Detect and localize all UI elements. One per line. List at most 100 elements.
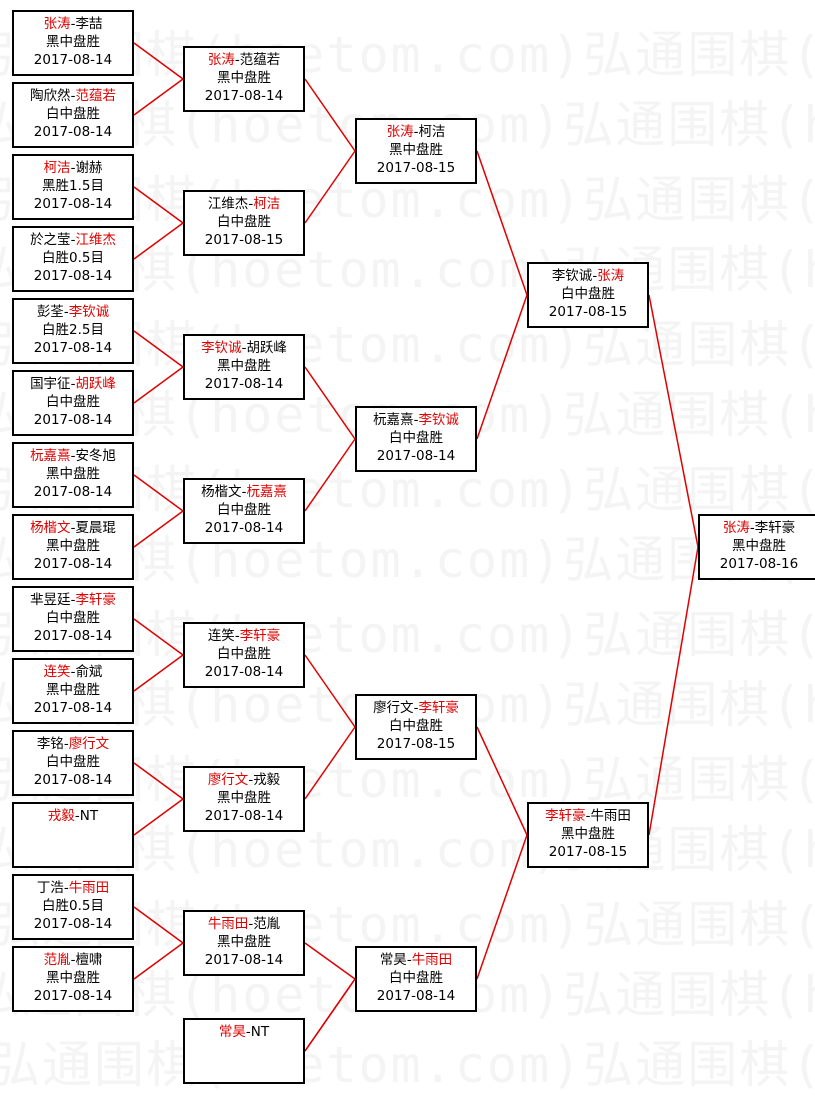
player-2: 张涛 xyxy=(597,268,625,284)
separator: - xyxy=(70,592,76,608)
match-players: 江维杰-柯洁 xyxy=(208,195,280,213)
player-2: 江维杰 xyxy=(75,232,116,248)
player-1: 杨楷文 xyxy=(30,520,71,536)
match-date: 2017-08-15 xyxy=(376,160,456,176)
player-1: 丁浩 xyxy=(36,880,64,896)
separator: - xyxy=(70,88,76,104)
player-2: 戎毅 xyxy=(253,772,281,788)
match-box: 杬嘉熹-安冬旭黑中盘胜 2017-08-14 xyxy=(12,442,134,508)
separator: - xyxy=(248,772,254,788)
match-players: 彭荃-李钦诚 xyxy=(37,303,109,321)
match-date: 2017-08-14 xyxy=(33,772,113,788)
match-result: 黑中盘胜 xyxy=(389,142,443,158)
player-1: 张涛 xyxy=(722,520,750,536)
match-date: 2017-08-14 xyxy=(204,376,284,392)
match-players: 杨楷文-杬嘉熹 xyxy=(201,483,287,501)
match-date: 2017-08-14 xyxy=(33,196,113,212)
player-2: 李轩豪 xyxy=(239,628,281,644)
separator: - xyxy=(248,916,254,932)
separator: - xyxy=(70,520,76,536)
match-result: 白胜2.5目 xyxy=(42,322,104,338)
match-players: 张涛-柯洁 xyxy=(387,123,446,141)
match-result: 黑中盘胜 xyxy=(217,790,271,806)
player-1: 陶欣然 xyxy=(30,88,71,104)
bracket-connector xyxy=(304,726,356,800)
player-1: 杬嘉熹 xyxy=(30,448,71,464)
bracket-connector xyxy=(648,546,699,836)
bracket-connector xyxy=(304,942,356,980)
player-1: 常昊 xyxy=(218,1024,246,1040)
match-players: 连笑-俞斌 xyxy=(44,663,103,681)
match-result: 白中盘胜 xyxy=(217,646,271,662)
player-1: 张涛 xyxy=(386,124,414,140)
match-date: 2017-08-16 xyxy=(719,556,799,572)
separator: - xyxy=(63,736,69,752)
player-2: 牛雨田 xyxy=(590,808,631,824)
match-players: 廖行文-李轩豪 xyxy=(373,699,459,717)
match-players: 李钦诚-张涛 xyxy=(552,267,624,285)
match-players: 於之莹-江维杰 xyxy=(30,231,116,249)
match-players: 杬嘉熹-安冬旭 xyxy=(30,447,116,465)
match-date: 2017-08-14 xyxy=(33,556,113,572)
match-date: 2017-08-14 xyxy=(204,88,284,104)
bracket-connector xyxy=(133,474,184,512)
player-1: 廖行文 xyxy=(373,700,414,716)
separator: - xyxy=(413,124,419,140)
bracket-connector xyxy=(133,798,184,836)
separator: - xyxy=(70,664,76,680)
match-result: 白中盘胜 xyxy=(46,106,100,122)
player-1: 江维杰 xyxy=(207,196,249,212)
player-2: 杬嘉熹 xyxy=(246,484,287,500)
watermark-text: 弘通围棋(hoetom.com)弘通围棋(hoetom.com) xyxy=(0,531,815,589)
match-result: 黑中盘胜 xyxy=(46,538,100,554)
match-date: 2017-08-14 xyxy=(33,988,113,1004)
player-2: NT xyxy=(250,1024,270,1040)
bracket-connector xyxy=(133,618,184,656)
player-2: 胡跃峰 xyxy=(75,376,116,392)
player-1: 彭荃 xyxy=(36,304,64,320)
match-result: 白中盘胜 xyxy=(46,394,100,410)
bracket-connector xyxy=(476,834,528,980)
match-players: 范胤-檀啸 xyxy=(44,951,103,969)
bracket-connector xyxy=(133,78,184,116)
player-1: 牛雨田 xyxy=(207,916,249,932)
match-players: 张涛-李喆 xyxy=(44,15,103,33)
separator: - xyxy=(63,304,69,320)
match-date: 2017-08-14 xyxy=(204,808,284,824)
player-2: 谢赫 xyxy=(75,160,103,176)
player-2: 范蕴若 xyxy=(75,88,116,104)
player-2: 柯洁 xyxy=(418,124,446,140)
player-2: 夏晨琨 xyxy=(75,520,116,536)
match-result: 黑中盘胜 xyxy=(46,466,100,482)
match-date: 2017-08-14 xyxy=(204,664,284,680)
match-date: 2017-08-14 xyxy=(33,268,113,284)
match-date: 2017-08-14 xyxy=(376,988,456,1004)
watermark-text: 弘通围棋(hoetom.com)弘通围棋(hoetom.com) xyxy=(0,241,815,299)
player-1: 杨楷文 xyxy=(201,484,242,500)
match-date: 2017-08-14 xyxy=(33,484,113,500)
separator: - xyxy=(406,952,412,968)
separator: - xyxy=(70,952,76,968)
match-players: 国宇征-胡跃峰 xyxy=(30,375,116,393)
match-date: 2017-08-14 xyxy=(33,916,113,932)
watermark-text: 弘通围棋(hoetom.com)弘通围棋(hoetom.com) xyxy=(0,26,815,84)
player-2: 李喆 xyxy=(75,16,103,32)
match-result: 黑中盘胜 xyxy=(217,934,271,950)
match-players: 张涛-范蕴若 xyxy=(208,51,280,69)
match-box: 戎毅-NT xyxy=(12,802,134,868)
bracket-connector xyxy=(476,150,528,296)
bracket-connector xyxy=(476,726,528,836)
